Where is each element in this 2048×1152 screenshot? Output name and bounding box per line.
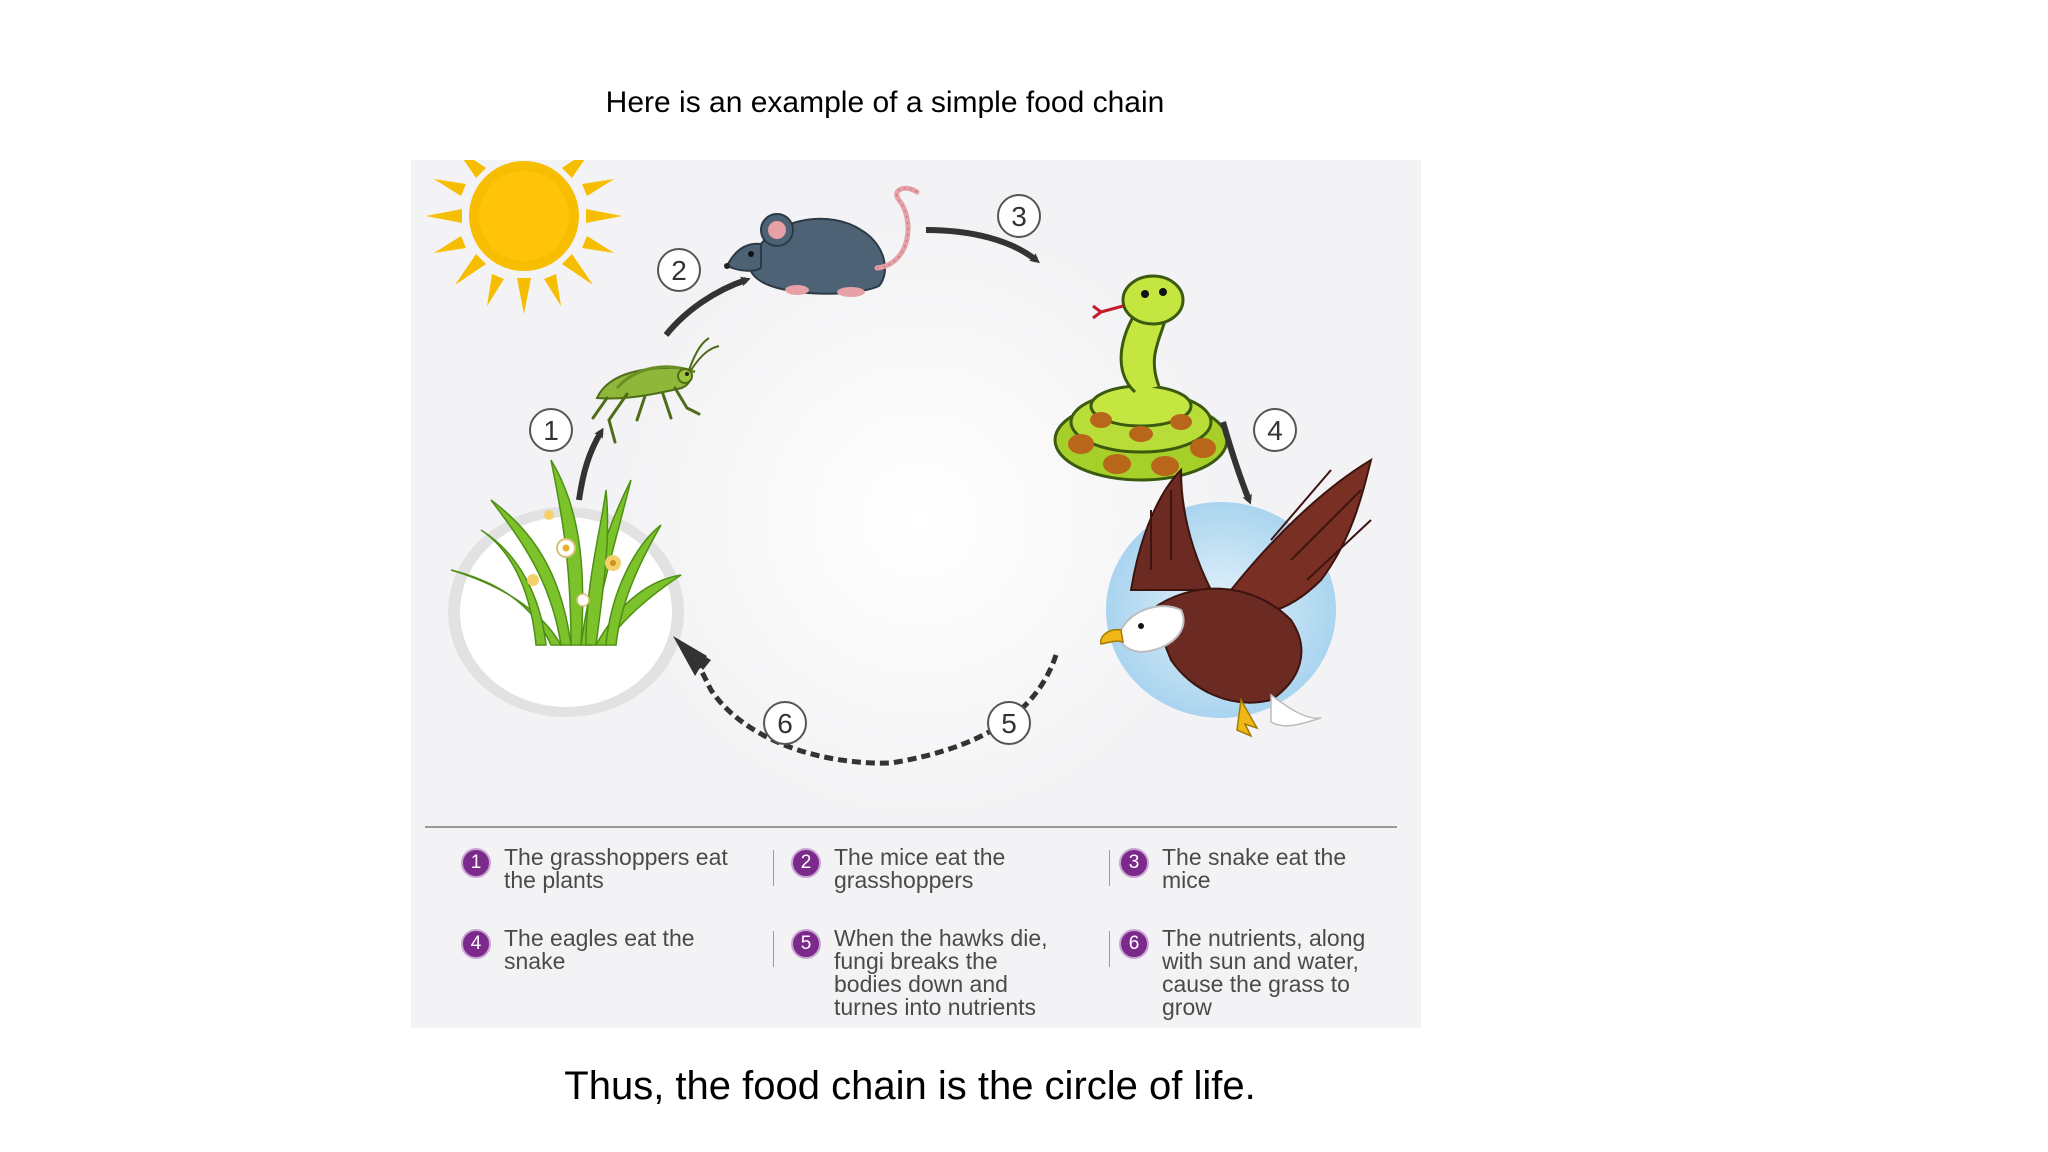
legend-text-2: The mice eat the grasshoppers <box>834 844 1006 893</box>
svg-text:5: 5 <box>1001 708 1017 739</box>
step-marker-2: 2 <box>657 248 701 292</box>
snake-icon <box>1053 274 1229 482</box>
legend-text-4: The eagles eat the snake <box>504 925 695 974</box>
legend-badge-6: 6 <box>1119 929 1149 959</box>
step-marker-4: 4 <box>1253 408 1297 452</box>
grasshopper-icon <box>591 337 720 444</box>
sun-icon <box>426 160 622 314</box>
arrow-snake-to-eagle <box>1220 421 1252 505</box>
eagle-icon <box>1100 457 1373 738</box>
legend-text-6: The nutrients, along with sun and water,… <box>1162 925 1366 1020</box>
step-marker-6: 6 <box>763 701 807 745</box>
legend-badge-2: 2 <box>791 848 821 878</box>
legend-badge-1: 1 <box>461 848 491 878</box>
grass-icon <box>448 459 684 717</box>
step-marker-5: 5 <box>987 701 1031 745</box>
svg-text:4: 4 <box>1267 415 1283 446</box>
legend-text-3: The snake eat the mice <box>1162 844 1347 893</box>
diagram-artwork: 1 2 3 4 5 6 <box>426 160 1373 820</box>
arrow-grasshopper-to-mouse <box>663 276 751 337</box>
legend-text-5: When the hawks die, fungi breaks the bod… <box>834 925 1048 1020</box>
step-marker-1: 1 <box>529 408 573 452</box>
food-chain-diagram: 1 2 3 4 5 6 1 The grasshoppers eat the p… <box>411 160 1421 1028</box>
arrow-grass-to-grasshopper <box>576 427 604 501</box>
legend-item-5: 5 When the hawks die, fungi breaks the b… <box>791 927 1069 1019</box>
step-marker-3: 3 <box>997 194 1041 238</box>
center-glow <box>621 220 1221 820</box>
legend-item-4: 4 The eagles eat the snake <box>461 927 739 973</box>
mouse-icon <box>724 185 920 297</box>
legend-separator <box>1109 850 1110 886</box>
arrow-mouse-to-snake <box>925 227 1040 264</box>
legend-item-2: 2 The mice eat the grasshoppers <box>791 846 1069 892</box>
legend-separator <box>1109 931 1110 967</box>
arrow-eagle-to-soil-dashed <box>673 636 1059 766</box>
legend-item-6: 6 The nutrients, along with sun and wate… <box>1119 927 1397 1019</box>
legend-separator <box>773 850 774 886</box>
legend-divider <box>425 826 1397 828</box>
legend-separator <box>773 931 774 967</box>
legend-badge-3: 3 <box>1119 848 1149 878</box>
svg-text:2: 2 <box>671 255 687 286</box>
svg-text:1: 1 <box>543 415 559 446</box>
legend-badge-4: 4 <box>461 929 491 959</box>
legend-badge-5: 5 <box>791 929 821 959</box>
svg-text:6: 6 <box>777 708 793 739</box>
intro-text: Here is an example of a simple food chai… <box>605 86 1165 119</box>
legend-text-1: The grasshoppers eat the plants <box>504 844 728 893</box>
svg-text:3: 3 <box>1011 201 1027 232</box>
legend-item-3: 3 The snake eat the mice <box>1119 846 1397 892</box>
legend-item-1: 1 The grasshoppers eat the plants <box>461 846 739 892</box>
outro-text: Thus, the food chain is the circle of li… <box>564 1064 1256 1108</box>
